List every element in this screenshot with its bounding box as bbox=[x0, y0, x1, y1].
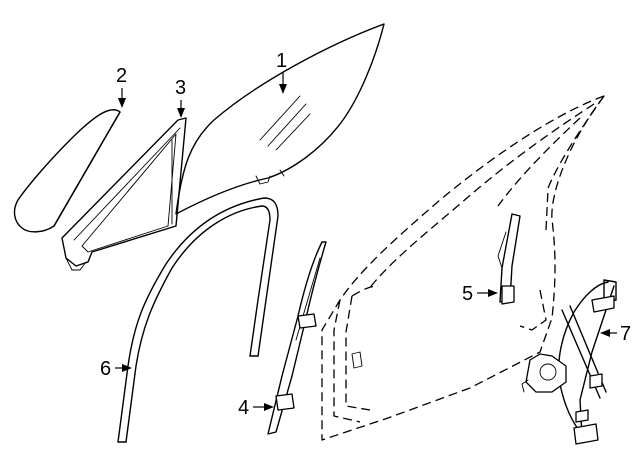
callout-7-label: 7 bbox=[620, 323, 631, 345]
door-shell-outline bbox=[321, 95, 605, 441]
callout-5: 5 bbox=[462, 283, 498, 305]
callout-1: 1 bbox=[276, 50, 287, 94]
callout-4-arrow bbox=[264, 403, 274, 411]
callout-5-arrow bbox=[488, 289, 498, 297]
callout-3-arrow bbox=[177, 108, 185, 118]
part-5-rear-guide[interactable] bbox=[497, 213, 521, 305]
callout-2-arrow bbox=[118, 98, 126, 108]
regulator-motor bbox=[521, 353, 567, 393]
callout-2: 2 bbox=[116, 65, 127, 108]
callout-5-label: 5 bbox=[462, 283, 473, 305]
part-6-run-channel[interactable] bbox=[117, 197, 279, 443]
callout-6-arrow bbox=[122, 364, 132, 372]
callout-3-label: 3 bbox=[175, 77, 186, 99]
callout-4-label: 4 bbox=[238, 397, 249, 419]
callout-1-arrow bbox=[279, 84, 287, 94]
part-1-door-glass[interactable] bbox=[175, 23, 385, 215]
part-4-front-sash[interactable] bbox=[267, 241, 327, 435]
callout-6: 6 bbox=[100, 358, 132, 380]
callout-1-label: 1 bbox=[276, 50, 287, 72]
callout-4: 4 bbox=[238, 397, 274, 419]
part-3-quarter-frame[interactable] bbox=[61, 117, 187, 271]
callout-3: 3 bbox=[175, 77, 186, 118]
part-7-window-regulator[interactable] bbox=[521, 279, 617, 445]
callout-6-label: 6 bbox=[100, 358, 111, 380]
part-2-quarter-glass[interactable] bbox=[13, 109, 121, 233]
callout-2-label: 2 bbox=[116, 65, 127, 87]
callout-7: 7 bbox=[600, 323, 631, 345]
callout-7-arrow bbox=[600, 329, 610, 337]
